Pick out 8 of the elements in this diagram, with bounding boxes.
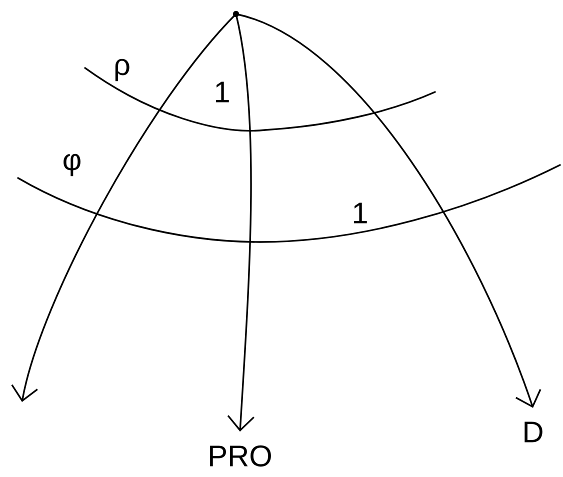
node-label: PRO	[210, 445, 271, 467]
symbol-label: ρ	[112, 58, 132, 82]
node-label: D	[524, 422, 542, 442]
arrow	[11, 13, 237, 402]
apex-point	[232, 10, 240, 18]
symbol-label: φ	[61, 152, 83, 178]
symbol-label: 1	[212, 80, 232, 104]
symbol-label: 1	[350, 202, 370, 224]
